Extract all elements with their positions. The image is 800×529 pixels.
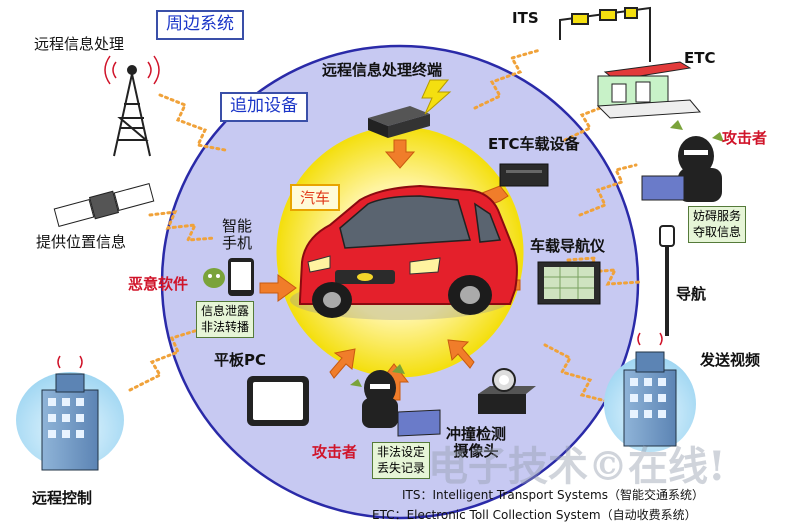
remote-control-label: 远程控制 <box>32 489 93 507</box>
telematics-terminal-label: 远程信息处理终端 <box>322 61 443 79</box>
added-devices-title: 追加设备 <box>220 92 308 122</box>
etc-onboard-device <box>499 163 549 187</box>
car-label: 汽车 <box>290 184 341 211</box>
remote-control-building <box>16 355 124 471</box>
attacker-bottom-label: 攻击者 <box>312 443 358 461</box>
etc-definition: ETC：Electronic Toll Collection System（自动… <box>372 508 697 522</box>
malware-gremlin <box>203 268 225 288</box>
attacker-right-figure <box>641 120 724 202</box>
malware-label: 恶意软件 <box>128 275 189 293</box>
watermark: 电子技术©在线! <box>428 443 726 490</box>
etc-label: ETC <box>684 49 716 67</box>
send-video-label: 发送视频 <box>700 351 761 369</box>
crash-camera-device <box>478 368 536 414</box>
navigation-label: 导航 <box>676 285 707 303</box>
telematics-terminal-device <box>368 79 452 138</box>
smartphone-label: 智能 手机 <box>222 217 253 253</box>
tamper-note: 非法设定 丢失记录 <box>372 442 431 480</box>
arrow-from-phone <box>259 274 297 302</box>
attacker-right-label: 攻击者 <box>722 129 768 147</box>
tablet-device <box>247 376 309 426</box>
remote-info-label: 远程信息处理 <box>34 35 125 53</box>
radio-tower <box>104 55 160 157</box>
attacker-bottom-figure <box>350 364 441 437</box>
video-building <box>604 332 696 452</box>
satellite <box>53 183 155 227</box>
its-gantry <box>559 6 651 62</box>
arrow-from-tablet <box>329 348 356 379</box>
its-definition: ITS：Intelligent Transport Systems（智能交通系统… <box>402 488 704 502</box>
leak-note: 信息泄露 非法转播 <box>196 301 255 339</box>
crash-camera-label: 冲撞检测 摄像头 <box>446 425 507 461</box>
car-illustration <box>290 184 518 320</box>
car-nav-device <box>537 261 601 305</box>
lightning-icon <box>421 79 452 115</box>
peripheral-title: 周边系统 <box>156 10 244 40</box>
tablet-label: 平板PC <box>214 351 267 369</box>
etc-unit-label: ETC车载设备 <box>488 135 580 153</box>
car-nav-label: 车载导航仪 <box>530 237 606 255</box>
dos-note: 妨碍服务 夺取信息 <box>688 206 747 244</box>
etc-booth <box>596 61 702 119</box>
smartphone-device <box>228 258 254 296</box>
position-info-label: 提供位置信息 <box>36 233 127 251</box>
arrow-from-telematics <box>384 139 416 169</box>
arrow-from-camera <box>447 339 475 369</box>
nav-pole <box>659 225 675 336</box>
its-label: ITS <box>512 9 539 27</box>
